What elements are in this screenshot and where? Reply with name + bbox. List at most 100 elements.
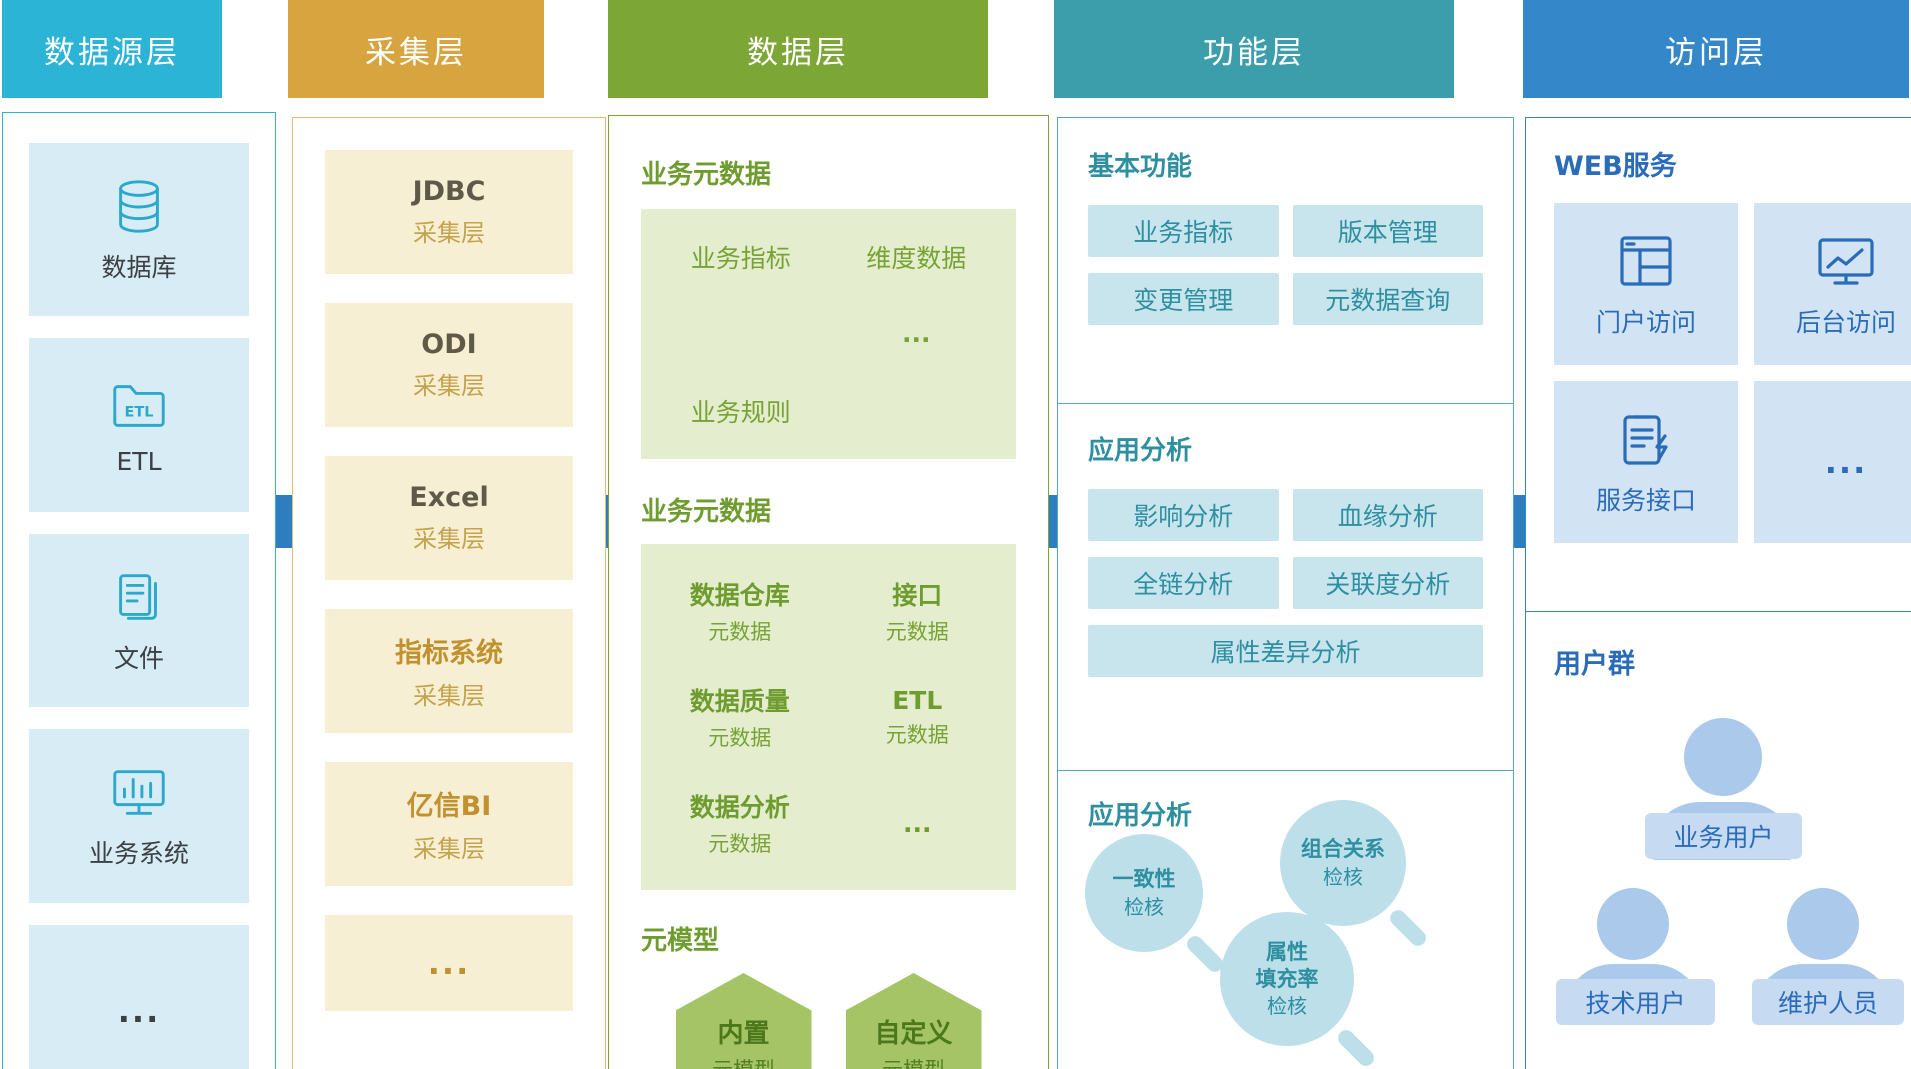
source-item-etl: ETL ETL bbox=[29, 338, 249, 512]
business-meta-item-more: ... bbox=[902, 319, 931, 349]
magnifier-sublabel: 检核 bbox=[1124, 894, 1164, 919]
web-services-title: WEB服务 bbox=[1554, 151, 1677, 182]
web-tile-label: 服务接口 bbox=[1595, 486, 1696, 515]
meta-model-title: 元模型 bbox=[641, 926, 720, 956]
function-chip: 元数据查询 bbox=[1292, 273, 1483, 325]
web-services-grid: 门户访问 后台访问 bbox=[1554, 203, 1911, 543]
web-tile-more: ... bbox=[1754, 381, 1911, 543]
check-analysis-title: 应用分析 bbox=[1088, 801, 1193, 831]
backend-monitor-icon bbox=[1814, 229, 1878, 293]
application-analysis-title: 应用分析 bbox=[1088, 436, 1193, 466]
collector-name: ODI bbox=[421, 329, 477, 360]
source-item-label: 文件 bbox=[113, 643, 164, 673]
tech-meta-name: ETL bbox=[892, 685, 943, 715]
tech-meta-sub: 元数据 bbox=[708, 832, 772, 856]
persona-tech-user: 技术用户 bbox=[1556, 979, 1715, 1025]
header-data-layer: 数据层 bbox=[608, 0, 988, 98]
collector-name: JDBC bbox=[412, 176, 486, 207]
function-chip: 业务指标 bbox=[1088, 205, 1279, 257]
collector-sub: 采集层 bbox=[413, 372, 485, 400]
user-group-box: 用户群 业务用户 技术用户 维护人员 bbox=[1525, 611, 1911, 1069]
collector-sub: 采集层 bbox=[413, 219, 485, 247]
hex-sub: 元模型 bbox=[712, 1054, 775, 1069]
collector-name: 指标系统 bbox=[395, 638, 503, 669]
function-chip: 变更管理 bbox=[1088, 273, 1279, 325]
tech-meta-item: 数据仓库 元数据 bbox=[651, 558, 829, 664]
tech-meta-name: 数据仓库 bbox=[689, 581, 790, 610]
source-item-file: 文件 bbox=[29, 533, 249, 708]
header-function-layer: 功能层 bbox=[1054, 0, 1454, 98]
collector-sub: 采集层 bbox=[413, 835, 485, 863]
collector-sub: 采集层 bbox=[413, 525, 485, 553]
application-analysis-box: 应用分析 影响分析 血缘分析 全链分析 关联度分析 属性差异分析 bbox=[1057, 403, 1514, 800]
service-api-icon bbox=[1614, 407, 1678, 471]
function-chip: 版本管理 bbox=[1292, 205, 1483, 257]
web-tile-backend: 后台访问 bbox=[1754, 203, 1911, 365]
magnifier-label: 填充率 bbox=[1255, 967, 1319, 991]
meta-model-custom: 自定义 元模型 bbox=[845, 973, 982, 1069]
application-analysis-grid: 影响分析 血缘分析 全链分析 关联度分析 bbox=[1088, 489, 1483, 609]
collector-more: ... bbox=[325, 915, 573, 1011]
magnifier-combination-check: 组合关系 检核 bbox=[1280, 800, 1406, 926]
ellipsis-label: ... bbox=[117, 992, 161, 1031]
magnifier-fill-rate-check: 属性 填充率 检核 bbox=[1220, 912, 1354, 1046]
header-source-layer: 数据源层 bbox=[2, 0, 222, 98]
collector-sub: 采集层 bbox=[413, 682, 485, 710]
source-item-label: ETL bbox=[116, 446, 162, 476]
tech-meta-item: ETL 元数据 bbox=[829, 664, 1007, 770]
web-tile-service-api: 服务接口 bbox=[1554, 381, 1738, 543]
etl-folder-icon: ETL bbox=[108, 375, 170, 437]
tech-metadata-title: 业务元数据 bbox=[641, 497, 772, 527]
tech-meta-item-more: ... bbox=[829, 770, 1007, 876]
tech-meta-sub: 元数据 bbox=[885, 620, 949, 644]
business-meta-item: 业务指标 bbox=[690, 244, 791, 274]
database-icon bbox=[108, 176, 170, 238]
tech-meta-name: 数据分析 bbox=[689, 793, 790, 822]
tech-meta-sub: 元数据 bbox=[885, 722, 949, 747]
magnifier-sublabel: 检核 bbox=[1267, 994, 1307, 1019]
tech-meta-name: 数据质量 bbox=[689, 687, 790, 716]
magnifier-label: 一致性 bbox=[1112, 867, 1176, 892]
collect-layer-panel: JDBC 采集层 ODI 采集层 Excel 采集层 指标系统 采集层 亿信BI… bbox=[292, 117, 606, 1069]
business-metadata-title: 业务元数据 bbox=[641, 160, 772, 190]
meta-model-row: 内置 元模型 自定义 元模型 bbox=[641, 973, 1016, 1069]
ellipsis-label: ... bbox=[1824, 443, 1868, 481]
tech-meta-sub: 元数据 bbox=[708, 620, 772, 644]
collector-odi: ODI 采集层 bbox=[325, 303, 573, 427]
magnifier-sublabel: 检核 bbox=[1323, 864, 1363, 889]
user-group-title: 用户群 bbox=[1554, 649, 1635, 680]
tech-meta-name: 接口 bbox=[892, 581, 943, 610]
hex-name: 自定义 bbox=[874, 1018, 953, 1049]
business-meta-item: 业务规则 bbox=[690, 397, 791, 427]
tech-meta-item: 数据分析 元数据 bbox=[651, 770, 829, 876]
svg-text:ETL: ETL bbox=[124, 404, 153, 420]
analysis-chip: 血缘分析 bbox=[1292, 489, 1483, 541]
analysis-chip: 关联度分析 bbox=[1292, 557, 1483, 609]
basic-functions-title: 基本功能 bbox=[1088, 152, 1193, 182]
magnifier-consistency-check: 一致性 检核 bbox=[1085, 834, 1203, 952]
hex-name: 内置 bbox=[717, 1018, 770, 1049]
persona-maintenance-user: 维护人员 bbox=[1752, 979, 1904, 1025]
tech-metadata-box: 数据仓库 元数据 接口 元数据 数据质量 元数据 ETL 元数据 数据分析 元数… bbox=[641, 544, 1016, 890]
collector-esenbi: 亿信BI 采集层 bbox=[325, 762, 573, 886]
analysis-chip-wide: 属性差异分析 bbox=[1088, 625, 1483, 677]
web-tile-portal: 门户访问 bbox=[1554, 203, 1738, 365]
business-metadata-box: 业务指标 维度数据 ... 业务规则 bbox=[641, 209, 1016, 459]
person-icon bbox=[1787, 888, 1859, 960]
web-services-box: WEB服务 门户访问 bbox=[1525, 117, 1911, 626]
persona-business-user: 业务用户 bbox=[1645, 813, 1802, 859]
business-meta-item: 维度数据 bbox=[866, 244, 967, 274]
hex-sub: 元模型 bbox=[882, 1054, 945, 1069]
web-tile-label: 后台访问 bbox=[1795, 308, 1896, 337]
meta-model-builtin: 内置 元模型 bbox=[675, 973, 812, 1069]
basic-functions-grid: 业务指标 版本管理 变更管理 元数据查询 bbox=[1088, 205, 1483, 325]
source-item-business-system: 业务系统 bbox=[29, 729, 249, 903]
analysis-chip: 全链分析 bbox=[1088, 557, 1279, 609]
header-collect-layer: 采集层 bbox=[288, 0, 544, 98]
person-icon bbox=[1597, 888, 1669, 960]
collector-name: 亿信BI bbox=[406, 791, 492, 822]
tech-meta-sub: 元数据 bbox=[708, 726, 772, 750]
collector-indicator-system: 指标系统 采集层 bbox=[325, 609, 573, 733]
source-item-label: 数据库 bbox=[101, 252, 177, 282]
